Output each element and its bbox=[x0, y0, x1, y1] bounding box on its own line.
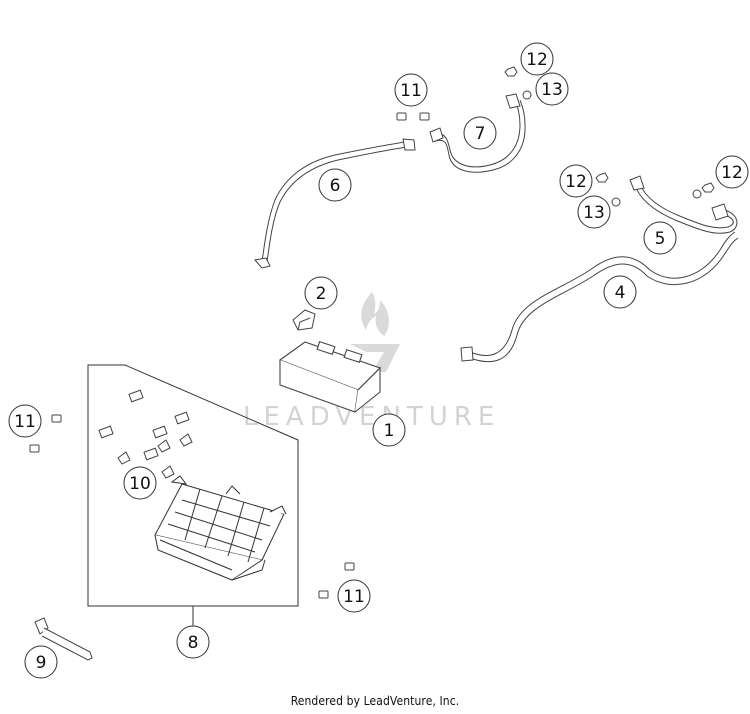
starter-cable bbox=[429, 93, 526, 173]
terminal-cover bbox=[292, 309, 316, 331]
svg-text:12: 12 bbox=[721, 163, 743, 183]
watermark-text: LEADVENTURE bbox=[243, 402, 500, 432]
callout-11-bottom: 11 bbox=[337, 579, 371, 613]
callout-12-top: 12 bbox=[520, 42, 554, 76]
callout-11-left: 11 bbox=[8, 404, 42, 438]
callout-13-mid: 13 bbox=[577, 195, 611, 229]
callout-9: 9 bbox=[24, 645, 58, 679]
svg-text:6: 6 bbox=[330, 176, 341, 196]
svg-text:11: 11 bbox=[400, 81, 422, 101]
ground-cable bbox=[254, 138, 416, 269]
flame-logo-icon bbox=[361, 292, 389, 336]
svg-text:9: 9 bbox=[36, 653, 47, 673]
negative-cable bbox=[460, 231, 739, 363]
callout-7: 7 bbox=[463, 116, 497, 150]
battery-holder-kit bbox=[87, 364, 299, 626]
svg-text:2: 2 bbox=[316, 284, 327, 304]
callout-1: 1 bbox=[372, 413, 406, 447]
callout-5: 5 bbox=[643, 221, 677, 255]
callout-8: 8 bbox=[176, 625, 210, 659]
strap bbox=[34, 617, 93, 661]
battery bbox=[278, 341, 382, 413]
svg-text:7: 7 bbox=[475, 124, 486, 144]
svg-text:12: 12 bbox=[526, 50, 548, 70]
callout-12-mid: 12 bbox=[559, 164, 593, 198]
v-logo-icon bbox=[350, 344, 400, 372]
positive-cable bbox=[629, 175, 738, 234]
callout-13-top: 13 bbox=[535, 72, 569, 106]
svg-text:5: 5 bbox=[655, 229, 666, 249]
svg-text:13: 13 bbox=[583, 203, 605, 223]
callout-4: 4 bbox=[603, 275, 637, 309]
callout-2: 2 bbox=[304, 276, 338, 310]
parts-diagram: LEADVENTURE bbox=[8, 42, 749, 679]
screws bbox=[29, 112, 430, 599]
battery-tray bbox=[154, 475, 287, 581]
callout-11-top: 11 bbox=[394, 73, 428, 107]
leadventure-watermark: LEADVENTURE bbox=[243, 292, 500, 432]
footer-credit: Rendered by LeadVenture, Inc. bbox=[290, 694, 460, 708]
callout-12-right: 12 bbox=[715, 155, 749, 189]
svg-text:4: 4 bbox=[615, 283, 626, 303]
svg-text:10: 10 bbox=[129, 474, 151, 494]
callout-6: 6 bbox=[318, 168, 352, 202]
callout-10: 10 bbox=[123, 466, 157, 500]
svg-text:1: 1 bbox=[384, 421, 395, 441]
nuts-and-washers bbox=[504, 66, 715, 207]
svg-text:13: 13 bbox=[541, 80, 563, 100]
svg-text:11: 11 bbox=[343, 587, 365, 607]
svg-text:12: 12 bbox=[565, 172, 587, 192]
rubber-buffers bbox=[98, 389, 193, 479]
svg-text:8: 8 bbox=[188, 633, 199, 653]
svg-text:11: 11 bbox=[14, 412, 36, 432]
